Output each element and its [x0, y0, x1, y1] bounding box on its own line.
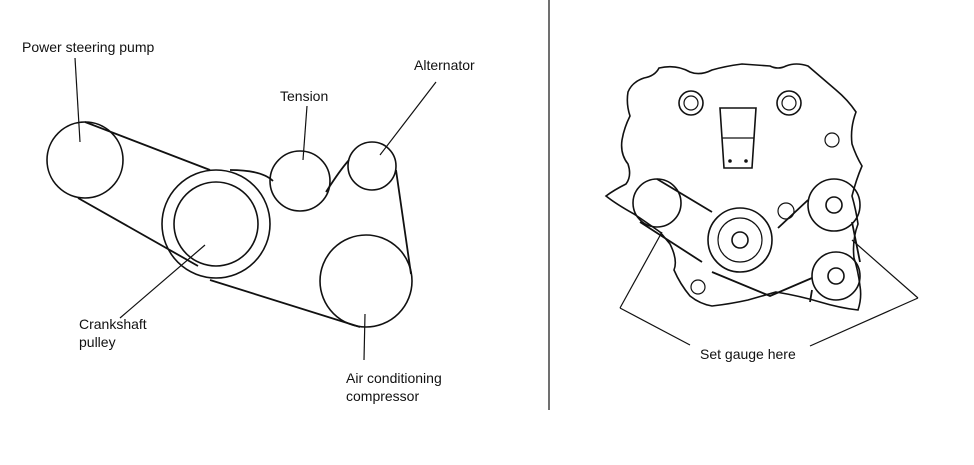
belt-routing-left-panel: Power steering pump Tension Alternator C… [22, 39, 475, 404]
drive-belt [77, 121, 412, 328]
set-gauge-leader-right-2 [809, 297, 919, 347]
set-gauge-label: Set gauge here [700, 346, 796, 362]
housing-bolt-top-right [776, 90, 802, 116]
ac-compressor-label-line2: compressor [346, 388, 419, 404]
crankshaft-pulley-label-line2: pulley [79, 334, 116, 350]
gauge-left-pulley [632, 178, 682, 228]
housing-bolt-top-right-inner [781, 95, 797, 111]
set-gauge-leader-left-2 [619, 307, 691, 346]
crankshaft-pulley-inner [173, 181, 259, 267]
center-bracket-dot-2 [744, 159, 748, 163]
power-steering-pump-label: Power steering pump [22, 39, 155, 55]
housing-bolt-lower-left [690, 279, 706, 295]
crankshaft-pulley-outer [161, 169, 271, 279]
ac-compressor-pulley [319, 234, 413, 328]
alternator-leader [379, 81, 437, 156]
housing-bolt-small-mid [777, 202, 795, 220]
tension-leader [302, 105, 308, 161]
upper-right-pulley-outer [807, 178, 861, 232]
center-bracket [719, 107, 757, 169]
center-bracket-dot-1 [728, 159, 732, 163]
engine-belt [639, 178, 861, 303]
engine-front-right-panel: Set gauge here [604, 63, 919, 362]
engine-housing [604, 63, 863, 311]
alternator-pulley [347, 141, 397, 191]
crank-pulley-hub [731, 231, 749, 249]
tension-label: Tension [280, 88, 328, 104]
set-gauge-leader-left [619, 231, 663, 309]
alternator-label: Alternator [414, 57, 475, 73]
housing-bolt-top-left [678, 90, 704, 116]
lower-right-pulley-hub [827, 267, 845, 285]
ac-compressor-leader [363, 313, 366, 361]
power-steering-pump-pulley [46, 121, 124, 199]
crankshaft-leader [119, 244, 206, 319]
tension-pulley [269, 150, 331, 212]
set-gauge-leader-right [851, 239, 919, 299]
crank-pulley-mid [717, 217, 763, 263]
upper-right-pulley-hub [825, 196, 843, 214]
crankshaft-pulley-label-line1: Crankshaft [79, 316, 147, 332]
housing-bolt-right [824, 132, 840, 148]
power-steering-leader [74, 57, 81, 143]
crank-pulley-outer [707, 207, 773, 273]
lower-right-pulley-outer [811, 251, 861, 301]
housing-bolt-top-left-inner [683, 95, 699, 111]
ac-compressor-label-line1: Air conditioning [346, 370, 442, 386]
